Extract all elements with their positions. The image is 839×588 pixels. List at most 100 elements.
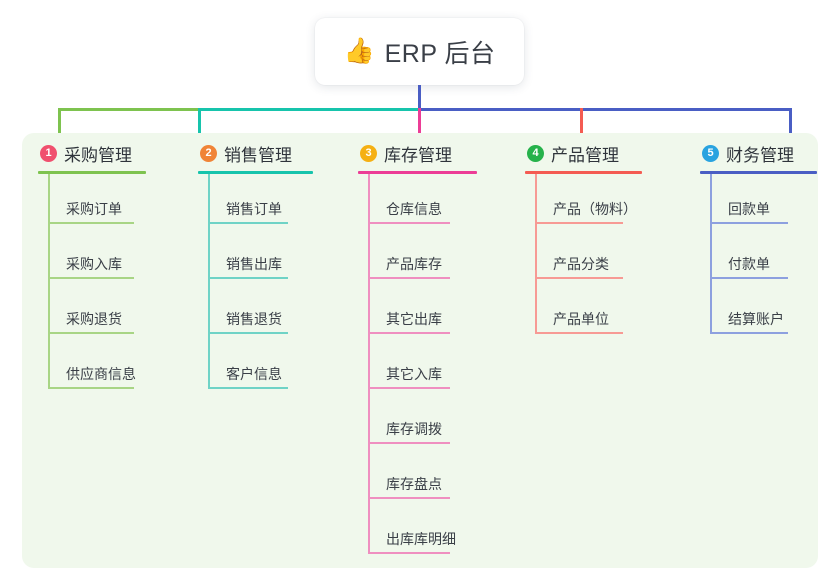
leaf-item[interactable]: 采购订单 bbox=[38, 174, 146, 229]
leaf-item-label: 库存盘点 bbox=[386, 476, 442, 492]
bus-segment-blue bbox=[418, 108, 792, 111]
column-rule-2 bbox=[198, 171, 313, 174]
leaf-item-rule bbox=[48, 277, 134, 279]
branch-3: 仓库信息产品库存其它出库其它入库库存调拨库存盘点出库库明细 bbox=[358, 174, 477, 559]
root-stem-connector bbox=[418, 85, 421, 110]
leaf-item-rule bbox=[368, 387, 450, 389]
leaf-item-label: 结算账户 bbox=[728, 311, 784, 327]
leaf-item-label: 产品（物料） bbox=[553, 201, 637, 217]
column-rule-3 bbox=[358, 171, 477, 174]
drop-connector-sales bbox=[198, 108, 201, 143]
leaf-item-rule bbox=[368, 497, 450, 499]
leaf-item-rule bbox=[368, 552, 450, 554]
column-rule-4 bbox=[525, 171, 642, 174]
leaf-item[interactable]: 其它出库 bbox=[358, 284, 477, 339]
leaf-item-label: 销售退货 bbox=[226, 311, 282, 327]
leaf-item[interactable]: 回款单 bbox=[700, 174, 817, 229]
drop-connector-inventory bbox=[418, 108, 421, 143]
leaf-item[interactable]: 客户信息 bbox=[198, 339, 313, 394]
column-title-5: 财务管理 bbox=[726, 145, 794, 165]
leaf-item-label: 客户信息 bbox=[226, 366, 282, 382]
leaf-item[interactable]: 产品单位 bbox=[525, 284, 642, 339]
leaf-item[interactable]: 供应商信息 bbox=[38, 339, 146, 394]
leaf-item-label: 供应商信息 bbox=[66, 366, 136, 382]
leaf-item-rule bbox=[710, 277, 788, 279]
leaf-item-label: 销售出库 bbox=[226, 256, 282, 272]
branch-trunk-1 bbox=[48, 174, 50, 389]
leaf-item-rule bbox=[48, 332, 134, 334]
leaf-item-rule bbox=[535, 332, 623, 334]
leaf-item[interactable]: 库存调拨 bbox=[358, 394, 477, 449]
leaf-item[interactable]: 销售出库 bbox=[198, 229, 313, 284]
leaf-item-rule bbox=[48, 387, 134, 389]
column-rule-1 bbox=[38, 171, 146, 174]
leaf-item-label: 采购订单 bbox=[66, 201, 122, 217]
root-node-card[interactable]: 👍 ERP 后台 bbox=[315, 18, 524, 85]
leaf-item-label: 产品分类 bbox=[553, 256, 609, 272]
leaf-item-rule bbox=[208, 332, 288, 334]
branch-2: 销售订单销售出库销售退货客户信息 bbox=[198, 174, 313, 394]
leaf-item[interactable]: 其它入库 bbox=[358, 339, 477, 394]
leaf-item[interactable]: 销售退货 bbox=[198, 284, 313, 339]
column-5: 5 财务管理回款单付款单结算账户 bbox=[700, 140, 817, 339]
bus-segment-teal bbox=[198, 108, 420, 111]
leaf-item[interactable]: 库存盘点 bbox=[358, 449, 477, 504]
content-panel bbox=[22, 133, 818, 568]
root-node-content: 👍 ERP 后台 bbox=[343, 34, 495, 70]
column-badge-1: 1 bbox=[40, 144, 57, 162]
leaf-item-label: 其它入库 bbox=[386, 366, 442, 382]
column-header-5[interactable]: 5 财务管理 bbox=[700, 140, 817, 166]
leaf-item-label: 库存调拨 bbox=[386, 421, 442, 437]
leaf-item[interactable]: 采购退货 bbox=[38, 284, 146, 339]
leaf-item-label: 付款单 bbox=[728, 256, 770, 272]
branch-trunk-2 bbox=[208, 174, 210, 389]
leaf-item-rule bbox=[48, 222, 134, 224]
leaf-item-label: 产品单位 bbox=[553, 311, 609, 327]
leaf-item-label: 采购退货 bbox=[66, 311, 122, 327]
leaf-item-rule bbox=[535, 277, 623, 279]
bus-segment-green bbox=[58, 108, 200, 111]
leaf-item-rule bbox=[710, 332, 788, 334]
leaf-item[interactable]: 仓库信息 bbox=[358, 174, 477, 229]
drop-connector-finance bbox=[789, 108, 792, 143]
leaf-item-rule bbox=[710, 222, 788, 224]
leaf-item[interactable]: 付款单 bbox=[700, 229, 817, 284]
leaf-item[interactable]: 产品（物料） bbox=[525, 174, 642, 229]
leaf-item[interactable]: 结算账户 bbox=[700, 284, 817, 339]
leaf-item[interactable]: 出库库明细 bbox=[358, 504, 477, 559]
column-rule-5 bbox=[700, 171, 817, 174]
leaf-item[interactable]: 采购入库 bbox=[38, 229, 146, 284]
leaf-item-rule bbox=[368, 442, 450, 444]
leaf-item-rule bbox=[368, 277, 450, 279]
root-node-title: ERP 后台 bbox=[384, 39, 496, 68]
branch-trunk-5 bbox=[710, 174, 712, 334]
leaf-item[interactable]: 产品库存 bbox=[358, 229, 477, 284]
leaf-item[interactable]: 销售订单 bbox=[198, 174, 313, 229]
leaf-item-rule bbox=[208, 277, 288, 279]
branch-trunk-4 bbox=[535, 174, 537, 334]
leaf-item-label: 其它出库 bbox=[386, 311, 442, 327]
branch-trunk-3 bbox=[368, 174, 370, 554]
column-title-4: 产品管理 bbox=[551, 145, 619, 165]
leaf-item-label: 回款单 bbox=[728, 201, 770, 217]
leaf-item[interactable]: 产品分类 bbox=[525, 229, 642, 284]
leaf-item-rule bbox=[208, 387, 288, 389]
column-badge-5: 5 bbox=[702, 144, 719, 162]
thumbs-up-icon: 👍 bbox=[343, 37, 375, 65]
leaf-item-label: 仓库信息 bbox=[386, 201, 442, 217]
column-title-3: 库存管理 bbox=[384, 145, 452, 165]
leaf-item-rule bbox=[208, 222, 288, 224]
branch-4: 产品（物料） 产品分类产品单位 bbox=[525, 174, 642, 339]
leaf-item-rule bbox=[368, 222, 450, 224]
drop-connector-product bbox=[580, 108, 583, 143]
leaf-item-label: 销售订单 bbox=[226, 201, 282, 217]
